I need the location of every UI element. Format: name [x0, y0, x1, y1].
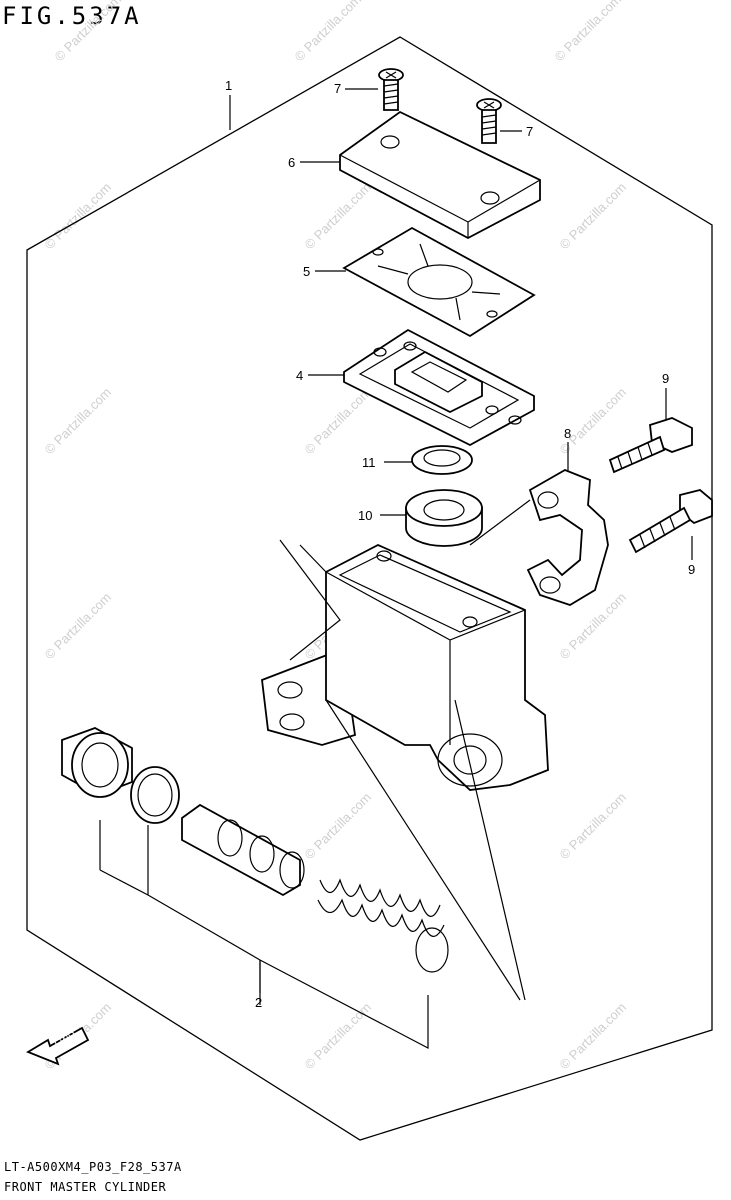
watermark: © Partzilla.com	[557, 1000, 630, 1073]
watermark: © Partzilla.com	[42, 180, 115, 253]
watermark: © Partzilla.com	[302, 1000, 375, 1073]
spring	[317, 878, 449, 973]
watermark: © Partzilla.com	[557, 180, 630, 253]
svg-text:6: 6	[288, 155, 295, 170]
callout-4: 4	[296, 368, 344, 383]
watermark: © Partzilla.com	[557, 790, 630, 863]
master-cylinder-body	[261, 539, 549, 1001]
svg-text:7: 7	[526, 124, 533, 139]
watermark: © Partzilla.com	[42, 385, 115, 458]
svg-text:4: 4	[296, 368, 303, 383]
bolt-9-top	[608, 417, 693, 474]
callout-11: 11	[362, 455, 412, 470]
svg-text:8: 8	[564, 426, 571, 441]
boot	[61, 727, 133, 798]
callout-1: 1	[225, 78, 232, 130]
model-code: LT-A500XM4_P03_F28_537A	[4, 1160, 182, 1174]
watermark: © Partzilla.com	[557, 385, 630, 458]
svg-text:7: 7	[334, 81, 341, 96]
circlip	[130, 766, 180, 824]
svg-text:10: 10	[358, 508, 372, 523]
o-ring	[411, 445, 473, 475]
figure-title: FIG.537A	[2, 2, 142, 30]
svg-text:5: 5	[303, 264, 310, 279]
diaphragm-plate	[342, 226, 536, 338]
assembly-outline	[26, 36, 713, 1141]
watermark: © Partzilla.com	[302, 180, 375, 253]
watermark: © Partzilla.com	[302, 385, 375, 458]
reservoir-cap	[339, 110, 541, 240]
handlebar-clamp	[469, 469, 609, 606]
bolt-9-bottom	[628, 489, 713, 554]
callout-9-top: 9	[662, 371, 669, 422]
grommet	[405, 489, 483, 547]
svg-text:11: 11	[362, 455, 376, 470]
watermark: © Partzilla.com	[302, 790, 375, 863]
figure-caption: FRONT MASTER CYLINDER	[4, 1180, 167, 1194]
svg-text:1: 1	[225, 78, 232, 93]
svg-text:9: 9	[688, 562, 695, 577]
callout-7-top: 7	[334, 81, 378, 96]
diaphragm	[343, 328, 535, 447]
watermark: © Partzilla.com	[42, 590, 115, 663]
watermarks: © Partzilla.com © Partzilla.com © Partzi…	[42, 0, 630, 1072]
svg-text:9: 9	[662, 371, 669, 386]
callout-8: 8	[564, 426, 571, 472]
callout-5: 5	[303, 264, 346, 279]
callout-9-bottom: 9	[688, 536, 695, 577]
screw-7-top	[378, 68, 404, 111]
watermark: © Partzilla.com	[552, 0, 625, 64]
watermark: © Partzilla.com	[292, 0, 365, 64]
callout-6: 6	[288, 155, 342, 170]
callout-2: 2	[99, 820, 429, 1049]
callout-7-right: 7	[500, 124, 533, 139]
piston	[181, 803, 305, 897]
watermark: © Partzilla.com	[52, 0, 125, 64]
svg-text:2: 2	[255, 995, 262, 1010]
callout-10: 10	[358, 508, 408, 523]
screw-7-right	[476, 98, 502, 144]
